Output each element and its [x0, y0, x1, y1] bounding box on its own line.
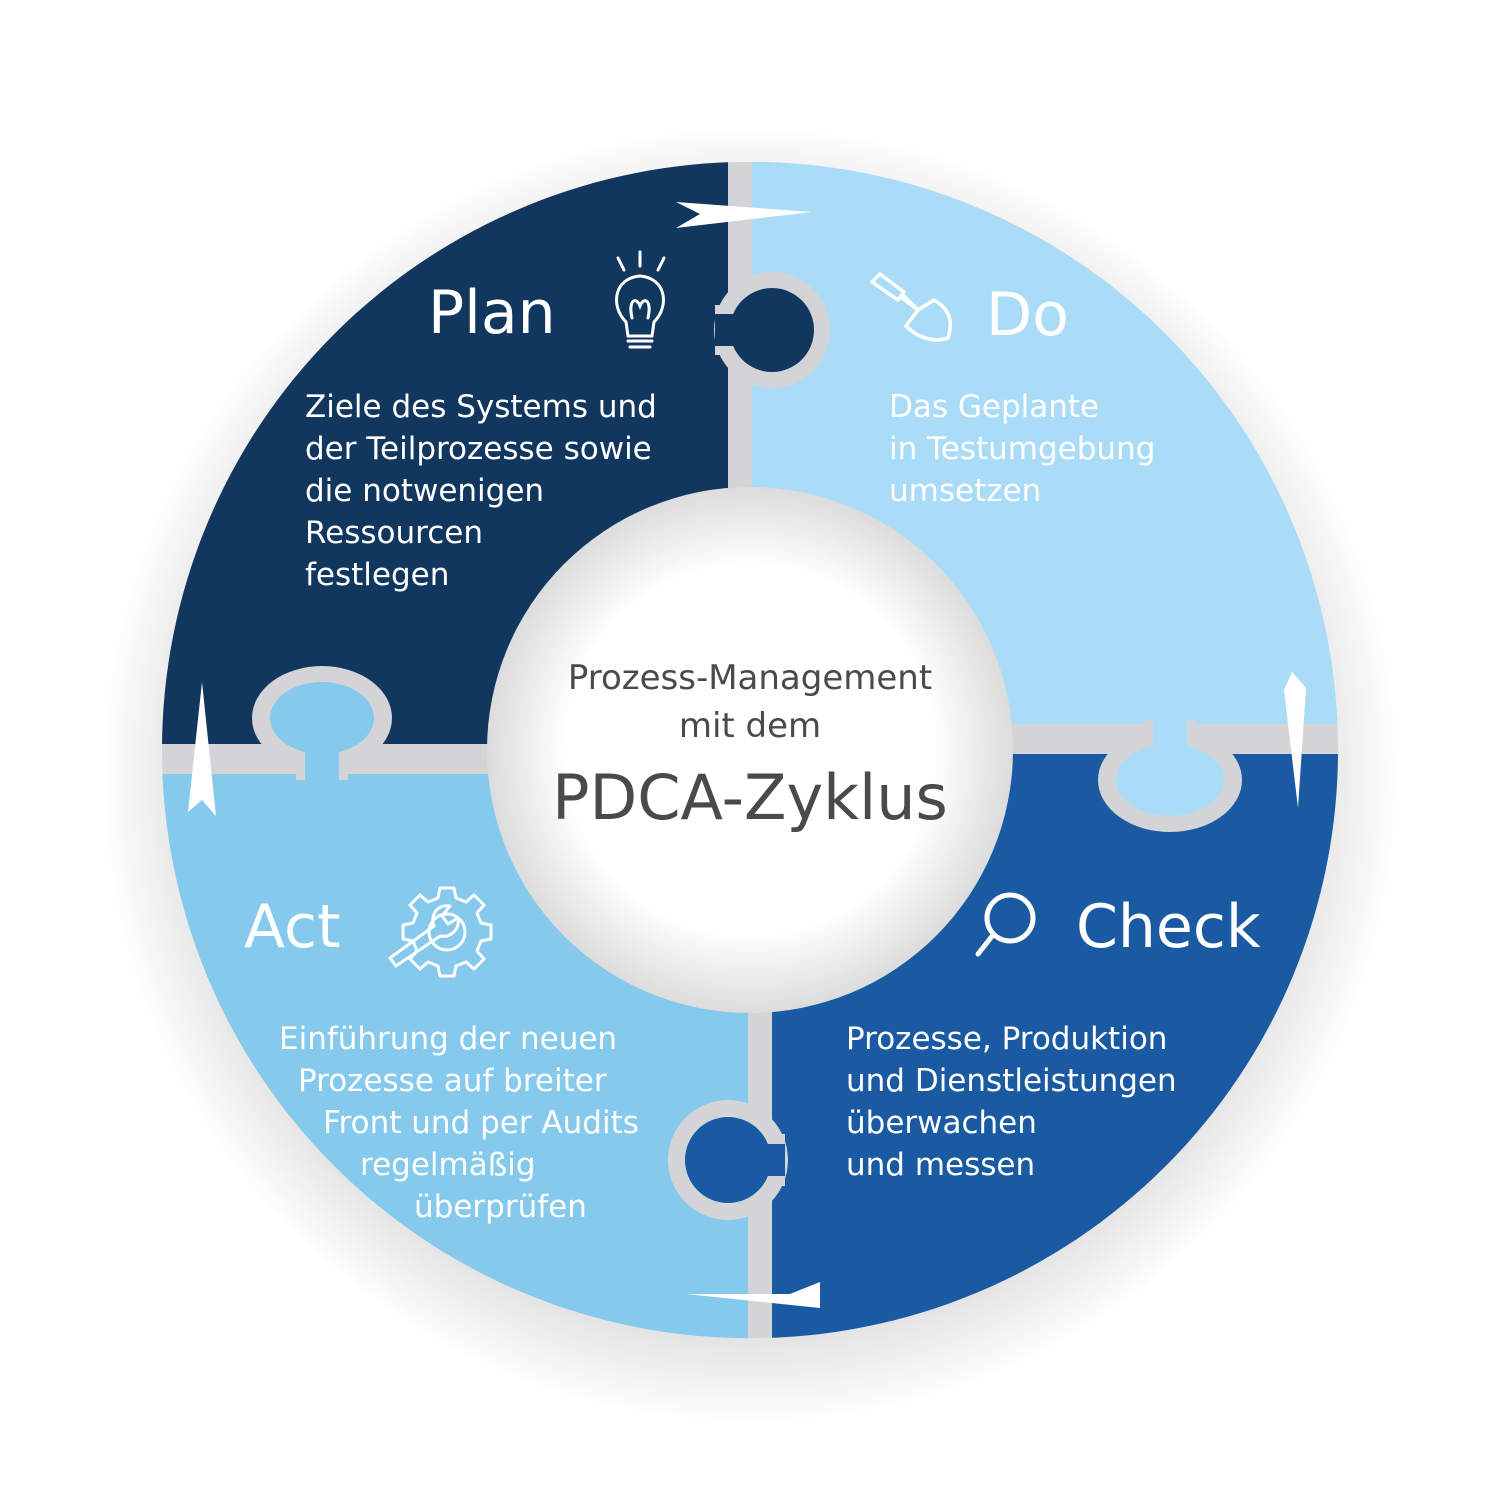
plan-line: der Teilprozesse sowie — [305, 431, 652, 467]
center-subtitle-2: mit dem — [678, 706, 822, 746]
plan-description: Ziele des Systems und der Teilprozesse s… — [305, 386, 657, 596]
arrow-do-to-check-icon — [1284, 672, 1306, 808]
act-line: Einführung der neuen — [279, 1021, 618, 1057]
puzzle-knob-plan — [730, 288, 814, 372]
center-circle — [487, 487, 1013, 1013]
plan-title: Plan — [428, 278, 556, 348]
act-line: überprüfen — [414, 1189, 587, 1225]
puzzle-knob-do — [1116, 744, 1224, 816]
act-title: Act — [244, 892, 341, 962]
trowel-icon — [870, 272, 953, 342]
plan-line: Ressourcen — [305, 515, 483, 551]
arrow-plan-to-do-icon — [676, 202, 812, 228]
check-description: Prozesse, Produktion und Dienstleistunge… — [846, 1018, 1177, 1186]
act-line: Front und per Audits — [323, 1105, 639, 1141]
do-line: Das Geplante — [889, 389, 1100, 425]
puzzle-knob-neck-plan — [715, 314, 765, 346]
check-line: Prozesse, Produktion — [846, 1021, 1168, 1057]
arrow-act-to-plan-icon — [188, 682, 216, 816]
plan-line: festlegen — [305, 557, 450, 593]
center-subtitle: Prozess-Management — [567, 658, 933, 698]
puzzle-knob-act — [270, 682, 374, 754]
act-line: Prozesse auf breiter — [298, 1063, 607, 1099]
gear-wrench-icon — [388, 886, 493, 978]
puzzle-knob-neck-check — [735, 1144, 785, 1176]
act-line: regelmäßig — [360, 1147, 536, 1183]
arrow-check-to-act-icon — [686, 1282, 820, 1308]
plan-line: die notwenigen — [305, 473, 545, 509]
lightbulb-icon — [615, 250, 666, 349]
check-line: und messen — [846, 1147, 1036, 1183]
do-description: Das Geplante in Testumgebung umsetzen — [889, 386, 1155, 512]
magnifier-icon — [975, 892, 1036, 957]
puzzle-knob-neck-act — [305, 730, 339, 780]
puzzle-knob-neck-do — [1153, 718, 1187, 762]
center-title: PDCA-Zyklus — [552, 761, 948, 834]
plan-line: Ziele des Systems und — [305, 389, 657, 425]
do-title: Do — [986, 280, 1069, 350]
check-line: und Dienstleistungen — [846, 1063, 1177, 1099]
do-line: in Testumgebung — [889, 431, 1156, 467]
check-line: überwachen — [846, 1105, 1037, 1141]
do-line: umsetzen — [889, 473, 1042, 509]
check-title: Check — [1076, 892, 1261, 962]
puzzle-knob-check — [685, 1117, 771, 1203]
